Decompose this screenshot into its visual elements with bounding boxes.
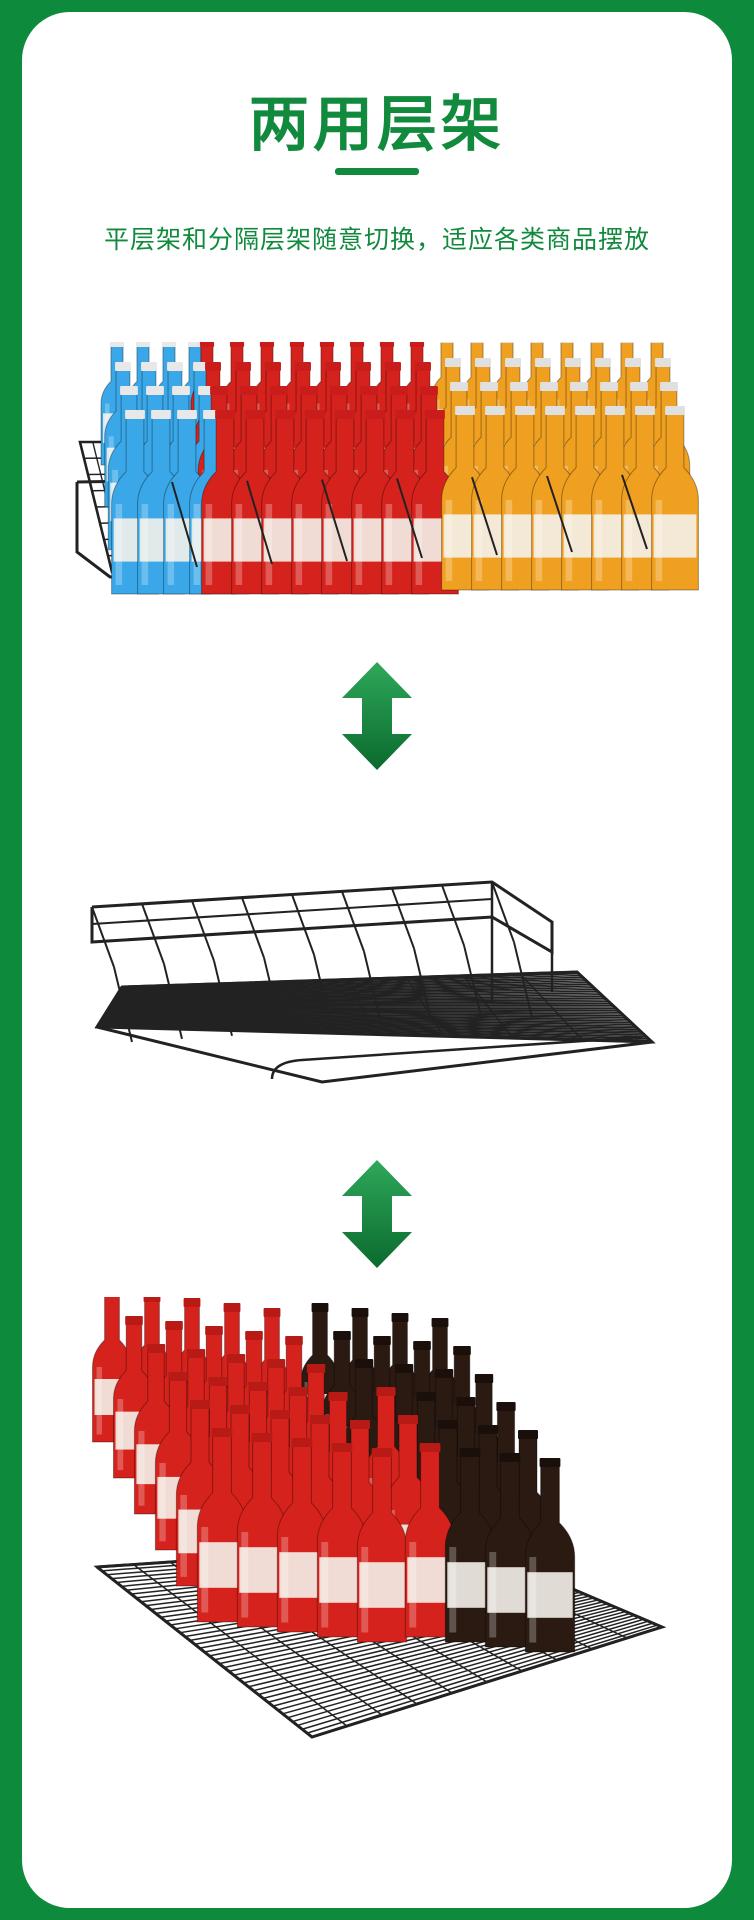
bottle-group	[100, 342, 699, 595]
wire-rack-front	[171, 474, 648, 568]
flat-shelf-with-bottles-image	[92, 1297, 667, 1739]
content-card: 两用层架 平层架和分隔层架随意切换，适应各类商品摆放	[22, 12, 732, 1908]
double-arrow-vertical-icon	[342, 1160, 412, 1268]
divided-shelf-with-bottles-image	[75, 342, 699, 595]
bottle-group	[92, 1297, 576, 1653]
wire-rack	[90, 880, 656, 1084]
empty-divided-shelf-image	[90, 880, 656, 1084]
double-arrow-vertical-icon	[342, 662, 412, 770]
page-subtitle: 平层架和分隔层架随意切换，适应各类商品摆放	[103, 225, 650, 254]
page-title: 两用层架	[249, 90, 505, 160]
title-underline	[335, 168, 419, 175]
